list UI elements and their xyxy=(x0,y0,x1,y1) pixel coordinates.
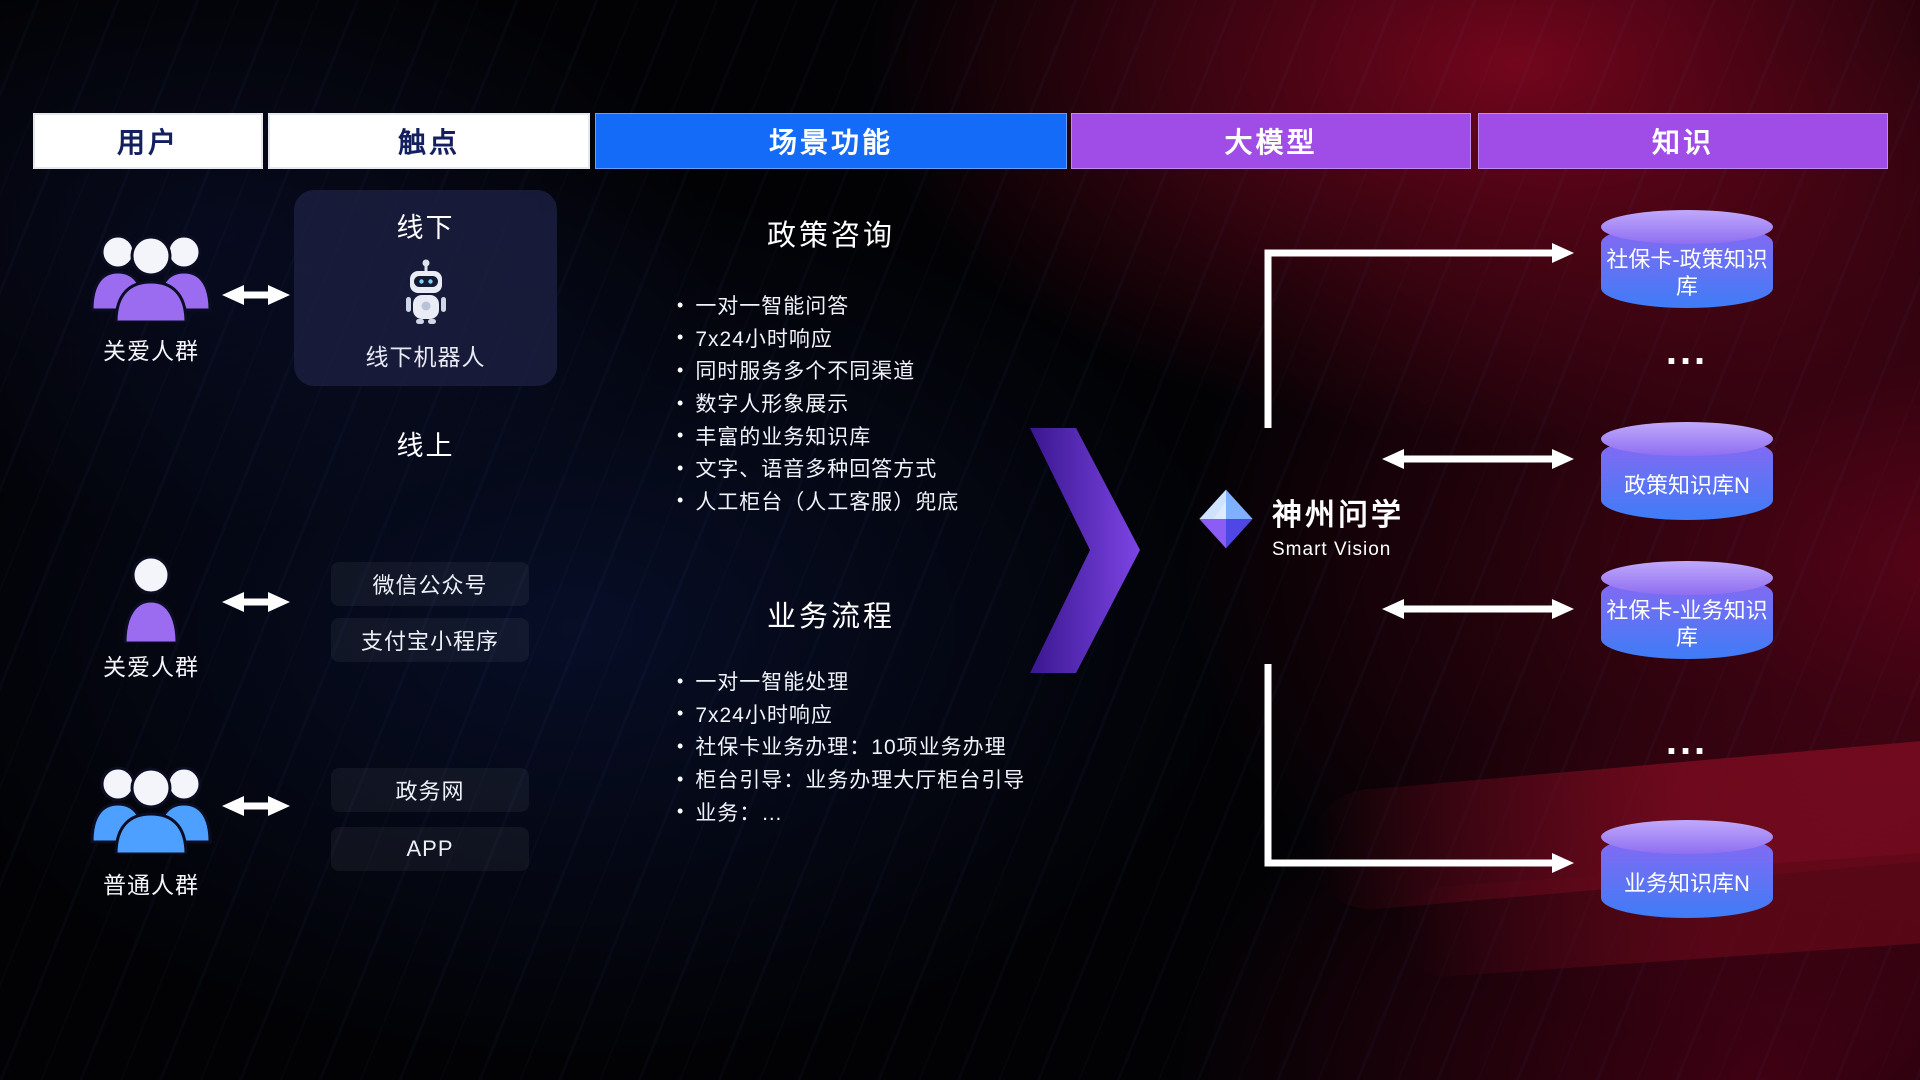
channel-alipay: 支付宝小程序 xyxy=(331,618,529,662)
policy-section-title: 政策咨询 xyxy=(766,220,895,252)
header-col-llm: 大模型 xyxy=(1071,113,1471,169)
brand-subtitle: Smart Vision xyxy=(1272,539,1392,560)
header-col-knowledge: 知识 xyxy=(1478,113,1888,169)
cylinder-cap xyxy=(1601,210,1773,244)
kb-ellipsis: ... xyxy=(1665,719,1709,763)
feature-item: 一对一智能处理 xyxy=(677,665,1025,698)
offline-robot-label: 线下机器人 xyxy=(365,344,486,370)
user-group-label: 普通人群 xyxy=(103,872,199,898)
brand-name: 神州问学 xyxy=(1272,499,1404,532)
smart-vision-logo-icon xyxy=(1199,489,1253,549)
kb-label: 业务知识库N xyxy=(1624,870,1750,896)
business-section-title: 业务流程 xyxy=(766,601,895,633)
kb-cylinder-policy-n: 政策知识库N xyxy=(1601,422,1773,522)
user-group-label: 关爱人群 xyxy=(103,654,199,680)
kb-cylinder-business-ssc: 社保卡-业务知识库 xyxy=(1601,561,1773,661)
offline-title: 线下 xyxy=(396,213,455,243)
offline-touchpoint-card: 线下 线下机器人 xyxy=(294,190,557,386)
policy-feature-list: 一对一智能问答 7x24小时响应 同时服务多个不同渠道 数字人形象展示 丰富的业… xyxy=(677,289,959,517)
cylinder-cap xyxy=(1601,422,1773,456)
cylinder-cap xyxy=(1601,820,1773,854)
robot-icon xyxy=(405,259,446,324)
feature-item: 同时服务多个不同渠道 xyxy=(677,354,959,387)
feature-item: 一对一智能问答 xyxy=(677,289,959,322)
channel-wechat: 微信公众号 xyxy=(331,562,529,606)
kb-cylinder-policy-ssc: 社保卡-政策知识库 xyxy=(1601,210,1773,310)
kb-cylinder-business-n: 业务知识库N xyxy=(1601,820,1773,920)
feature-item: 7x24小时响应 xyxy=(677,322,959,355)
kb-label: 社保卡-业务知识库 xyxy=(1606,598,1768,650)
feature-item: 社保卡业务办理：10项业务办理 xyxy=(677,730,1025,763)
general-group-icon xyxy=(90,766,212,854)
brand-block: 神州问学 Smart Vision xyxy=(1272,490,1404,561)
feature-item: 数字人形象展示 xyxy=(677,387,959,420)
kb-label: 政策知识库N xyxy=(1624,472,1750,498)
feature-item: 柜台引导：业务办理大厅柜台引导 xyxy=(677,763,1025,796)
business-feature-list: 一对一智能处理 7x24小时响应 社保卡业务办理：10项业务办理 柜台引导：业务… xyxy=(677,665,1025,828)
feature-item: 丰富的业务知识库 xyxy=(677,419,959,452)
feature-item: 7x24小时响应 xyxy=(677,698,1025,731)
header-col-touchpoints: 触点 xyxy=(268,113,590,169)
user-group-label: 关爱人群 xyxy=(103,338,199,364)
kb-ellipsis: ... xyxy=(1665,329,1709,373)
channel-gov-web: 政务网 xyxy=(331,768,529,812)
header-col-users: 用户 xyxy=(33,113,263,169)
feature-item: 业务：… xyxy=(677,795,1025,828)
channel-app: APP xyxy=(331,827,529,871)
online-title: 线上 xyxy=(396,431,455,461)
kb-label: 社保卡-政策知识库 xyxy=(1606,247,1768,299)
care-group-icon xyxy=(90,234,212,322)
care-person-icon xyxy=(123,555,179,643)
feature-item: 人工柜台（人工客服）兜底 xyxy=(677,485,959,518)
header-col-scenarios: 场景功能 xyxy=(595,113,1067,169)
feature-item: 文字、语音多种回答方式 xyxy=(677,452,959,485)
flow-arrow-right xyxy=(1030,428,1140,673)
cylinder-cap xyxy=(1601,561,1773,595)
